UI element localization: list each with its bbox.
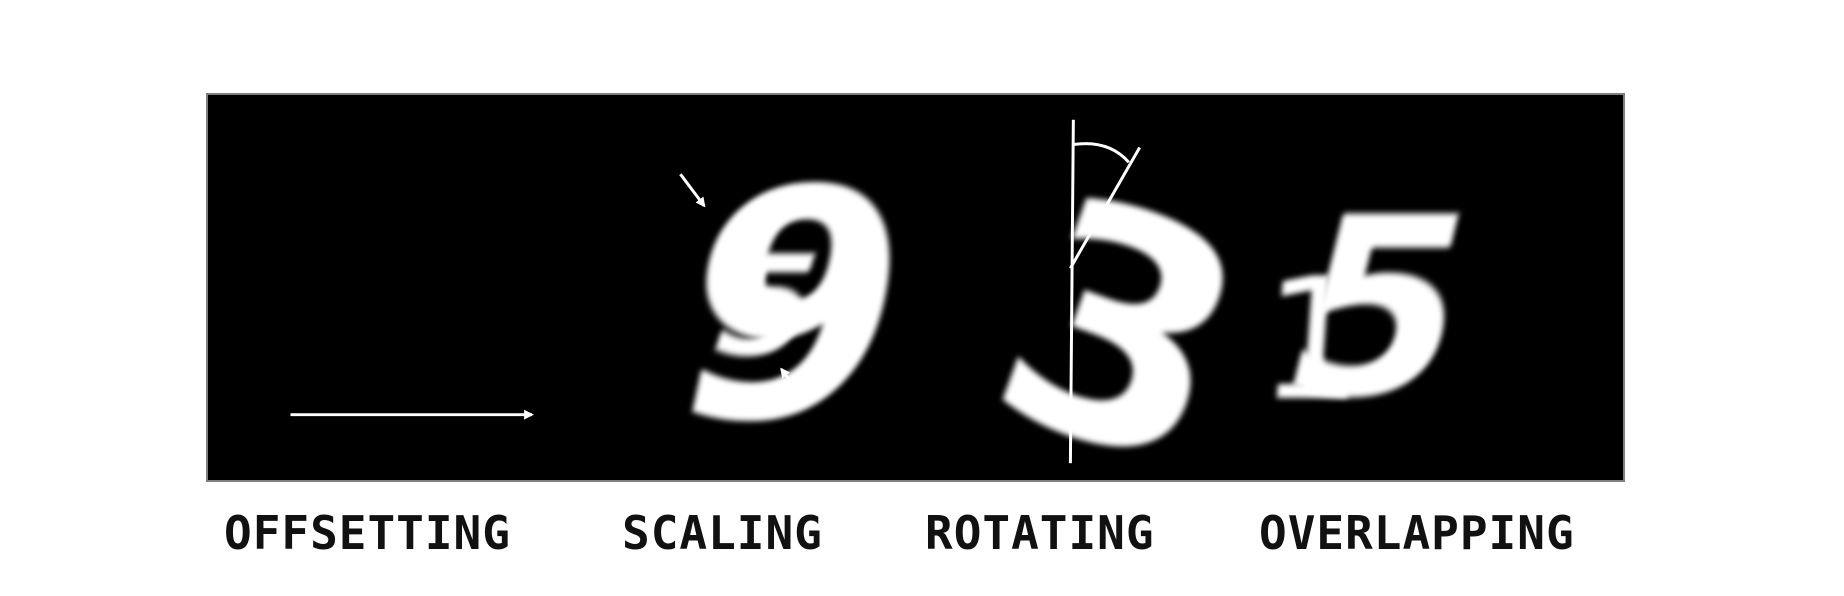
label-overlapping: OVERLAPPING: [1259, 506, 1575, 560]
label-scaling: SCALING: [622, 506, 823, 560]
overlap-digit-one: 1: [1253, 242, 1374, 438]
augmentation-diagram: 9 5 3 1 5: [290, 119, 1501, 480]
rotation-angle-arc: [1073, 142, 1130, 164]
overlap-digit-five: 5: [1257, 165, 1501, 453]
rotated-reference-line: [1069, 146, 1141, 269]
scale-arrow-top: [679, 173, 706, 208]
label-offsetting: OFFSETTING: [224, 506, 511, 560]
overlap-group: 1 5: [1253, 165, 1501, 453]
label-rotating: ROTATING: [925, 506, 1155, 560]
offset-group: 9: [290, 123, 942, 480]
scale-arrow-bottom: [780, 367, 806, 400]
digit-panel: 9 5 3 1 5: [206, 93, 1625, 482]
rotated-digit: 3: [955, 123, 1288, 480]
rotate-group: 3: [955, 119, 1288, 480]
vertical-reference-line: [1068, 119, 1075, 464]
